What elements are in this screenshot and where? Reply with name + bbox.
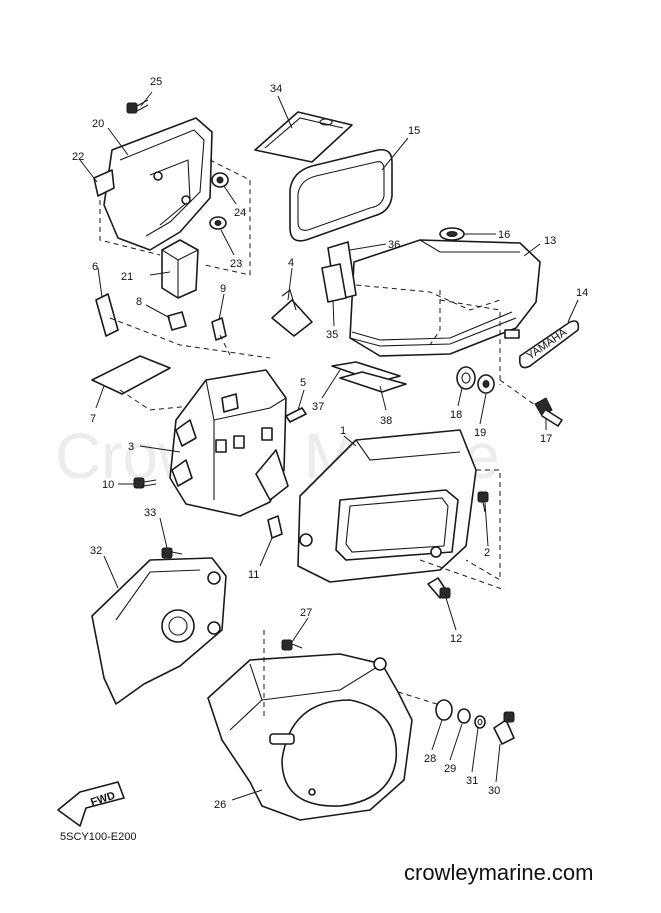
part-20-side-cover[interactable] [93,117,213,251]
callout-33[interactable]: 33 [144,507,156,519]
callout-13[interactable]: 13 [544,235,556,247]
callout-4[interactable]: 4 [288,257,294,269]
callout-21[interactable]: 21 [121,271,133,283]
part-32-sprocket-cover[interactable] [91,557,227,705]
callout-12[interactable]: 12 [450,633,462,645]
part-10-bolt[interactable] [133,477,157,489]
callout-29[interactable]: 29 [444,763,456,775]
part-33-bolt[interactable] [161,547,183,559]
callout-15[interactable]: 15 [408,125,420,137]
part-26-crankcase-cover[interactable] [207,630,413,821]
callout-17[interactable]: 17 [540,433,552,445]
callout-1[interactable]: 1 [340,425,346,437]
part-7-seal[interactable] [91,355,171,395]
callout-5[interactable]: 5 [300,377,306,389]
part-6-seal[interactable] [95,293,119,337]
callout-36[interactable]: 36 [388,239,400,251]
part-27-bolt[interactable] [281,639,303,651]
callout-7[interactable]: 7 [90,413,96,425]
callout-27[interactable]: 27 [300,607,312,619]
callout-20[interactable]: 20 [92,118,104,130]
part-19-grommet[interactable] [477,374,495,394]
callout-10[interactable]: 10 [102,479,114,491]
callout-35[interactable]: 35 [326,329,338,341]
callout-3[interactable]: 3 [128,441,134,453]
callout-6[interactable]: 6 [92,261,98,273]
part-1-right-side-cover[interactable] [297,429,477,583]
callout-16[interactable]: 16 [498,229,510,241]
callout-25[interactable]: 25 [150,76,162,88]
fwd-arrow-icon: FWD [57,781,125,827]
callout-37[interactable]: 37 [312,401,324,413]
part-3-battery-box[interactable] [169,369,289,517]
part-31-washer[interactable] [474,715,486,729]
callout-24[interactable]: 24 [234,207,246,219]
part-29-collar[interactable] [457,708,471,724]
part-18-collar[interactable] [456,366,476,390]
callout-23[interactable]: 23 [230,258,242,270]
callout-9[interactable]: 9 [220,283,226,295]
callout-22[interactable]: 22 [72,151,84,163]
callout-2[interactable]: 2 [484,547,490,559]
callout-26[interactable]: 26 [214,799,226,811]
part-38-seal[interactable] [339,371,407,393]
callout-18[interactable]: 18 [450,409,462,421]
part-9-clip[interactable] [211,317,227,341]
part-35-seal[interactable] [321,263,347,303]
site-url[interactable]: crowleymarine.com [404,860,594,885]
part-17-bolt[interactable] [534,397,563,427]
callout-labels: 25 20 22 24 23 21 6 8 9 4 5 7 3 10 11 1 … [72,76,588,811]
part-28-plug[interactable] [435,699,453,721]
callout-28[interactable]: 28 [424,753,436,765]
part-34-cover-plate[interactable] [254,111,353,163]
part-11-clip[interactable] [267,515,283,539]
emblem-text: YAMAHA [525,326,570,362]
part-30-bolt[interactable] [493,711,515,745]
part-16-grommet[interactable] [439,227,465,241]
callout-19[interactable]: 19 [474,427,486,439]
part-15-side-panel[interactable] [289,148,393,242]
part-13-air-cleaner-cover[interactable] [349,239,541,357]
part-8-damper[interactable] [167,311,187,331]
callout-38[interactable]: 38 [380,415,392,427]
callout-32[interactable]: 32 [90,545,102,557]
callout-30[interactable]: 30 [488,785,500,797]
part-2-bolt[interactable] [477,491,489,513]
leader-lines [79,91,579,801]
callout-34[interactable]: 34 [270,83,282,95]
part-21-damper[interactable] [161,239,199,299]
callout-11[interactable]: 11 [248,569,259,581]
diagram-code: 5SCY100-E200 [60,831,136,843]
part-23-grommet[interactable] [209,216,227,230]
part-14-emblem[interactable]: YAMAHA [518,320,580,369]
part-24-grommet[interactable] [211,172,229,188]
part-4-bracket[interactable] [271,289,313,337]
part-25-screw[interactable] [126,99,149,114]
callout-14[interactable]: 14 [576,287,588,299]
part-5-screw[interactable] [285,407,307,423]
callout-8[interactable]: 8 [136,296,142,308]
callout-31[interactable]: 31 [466,775,478,787]
part-12-bolt[interactable] [427,577,451,599]
